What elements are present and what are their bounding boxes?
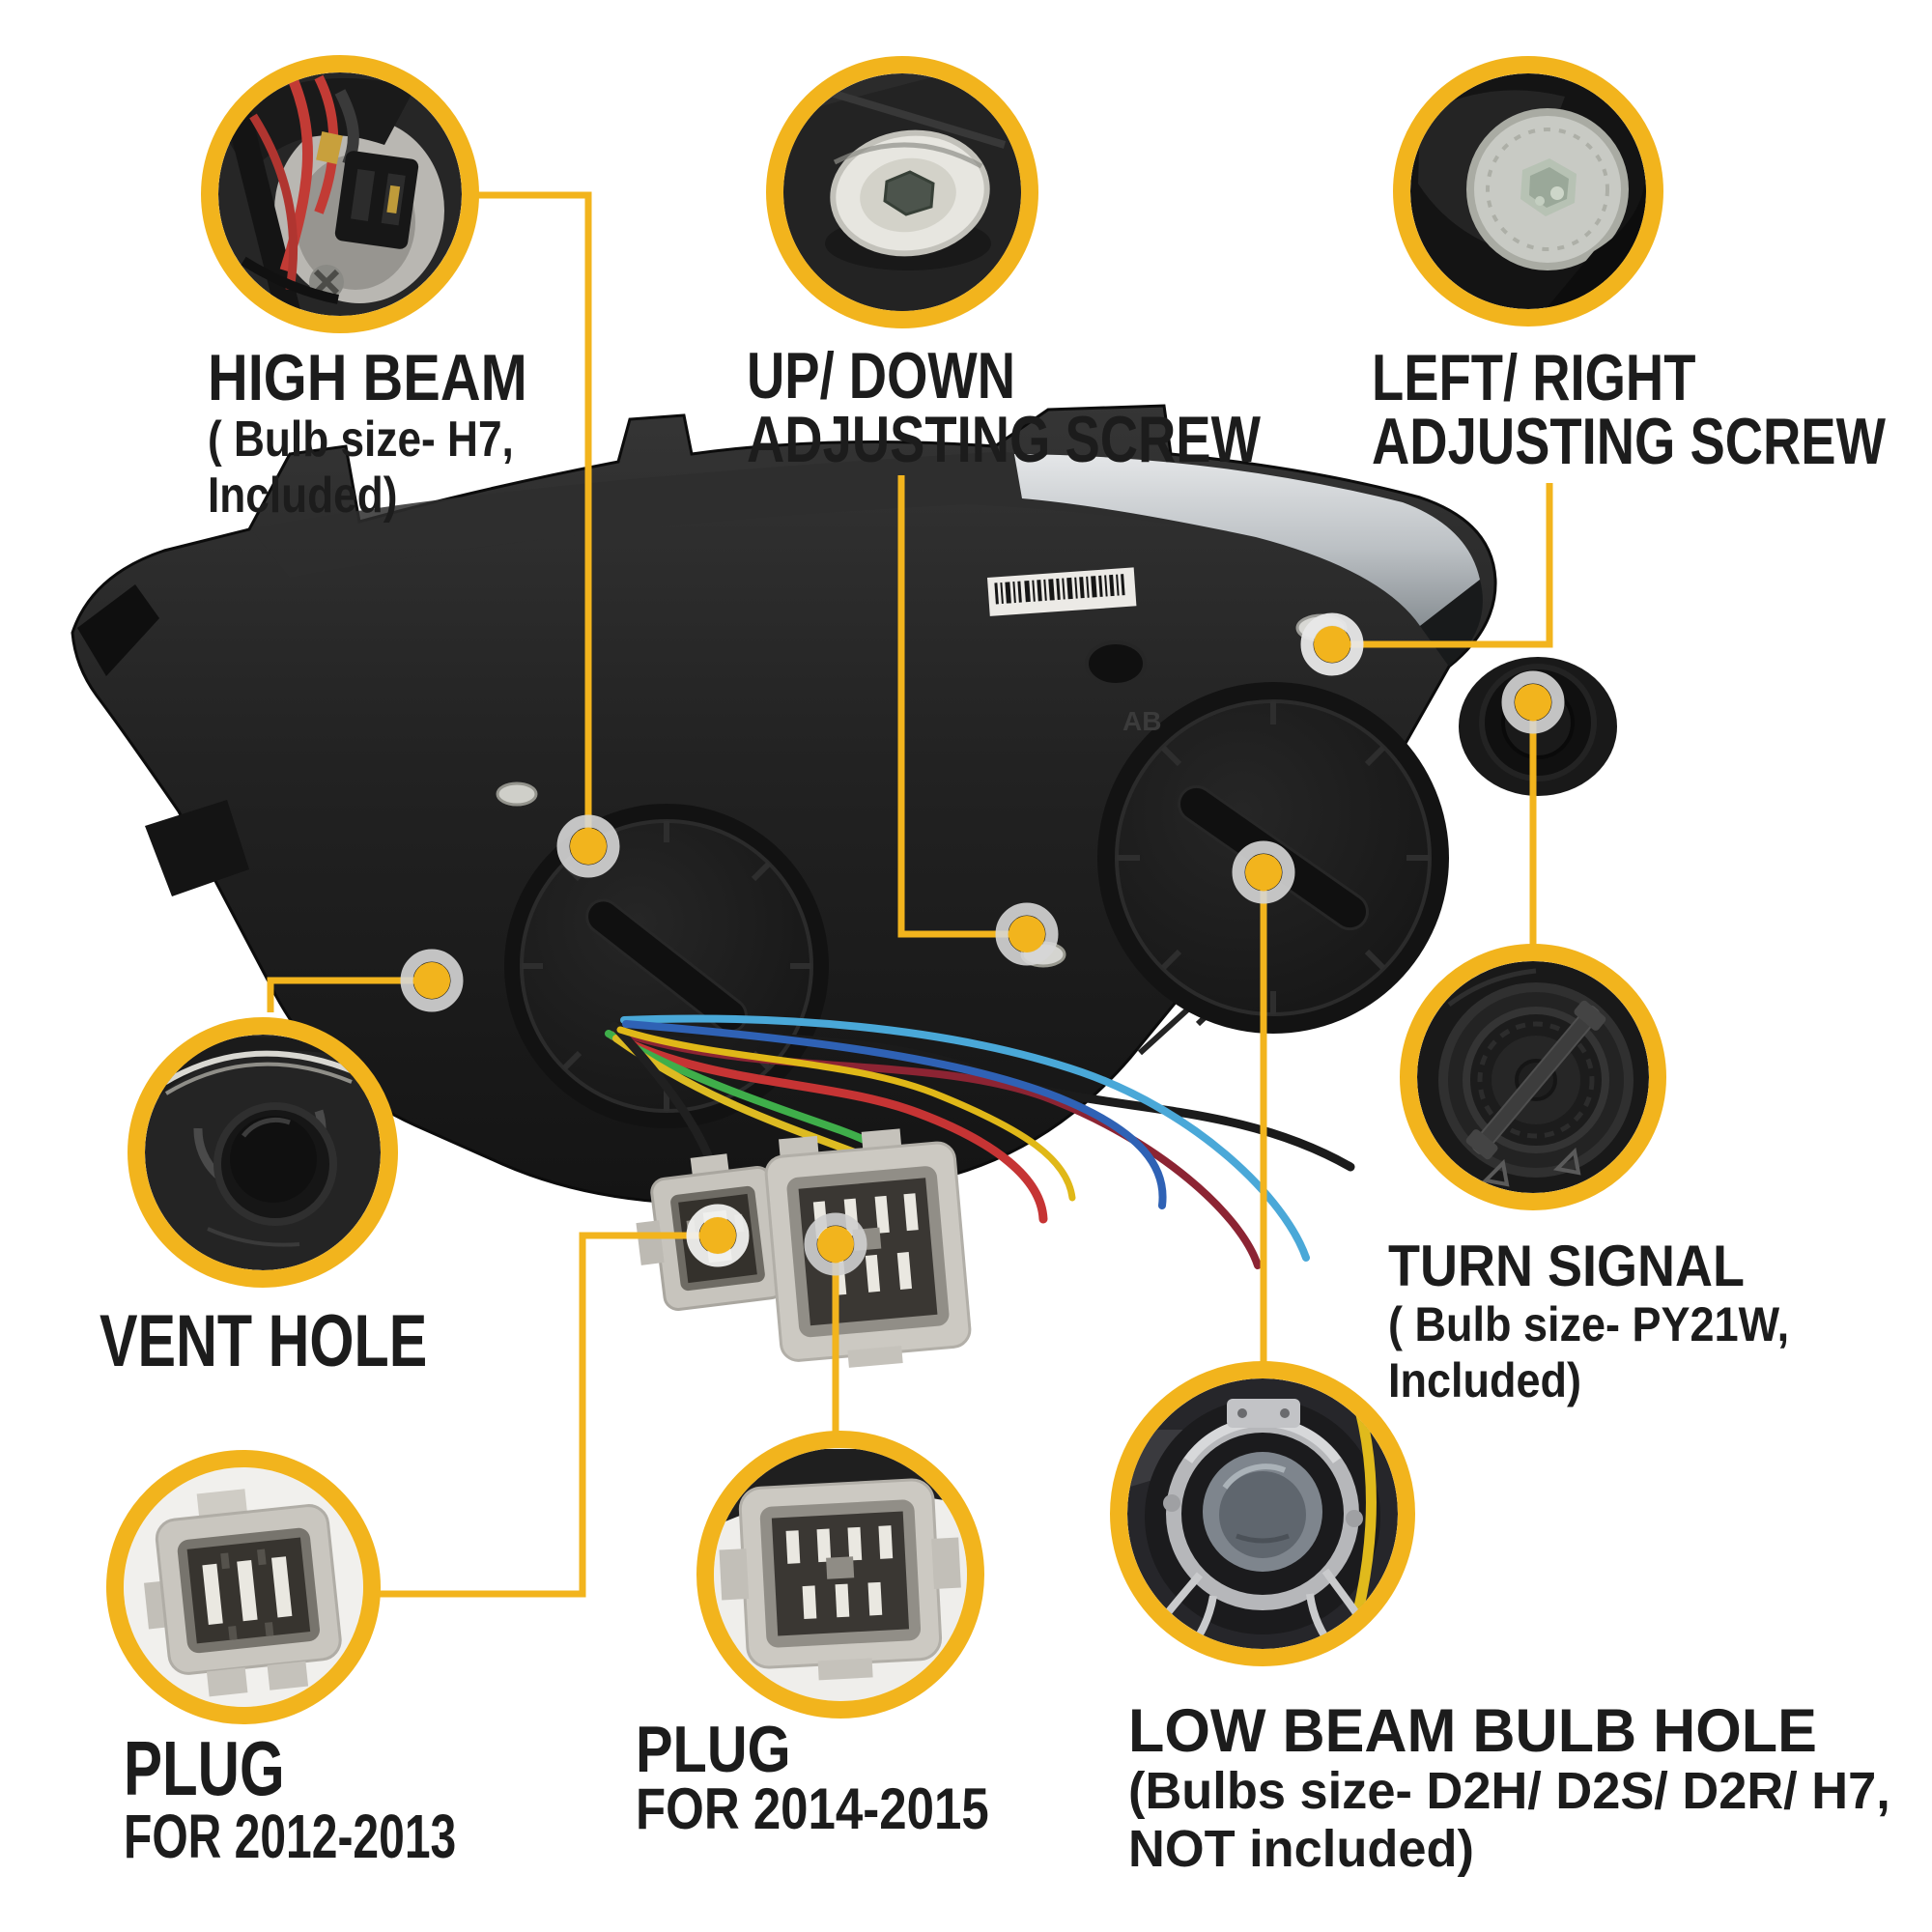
up-down-leader-line — [897, 475, 1027, 938]
high-beam-marker-dot — [556, 814, 620, 878]
marker-dots — [400, 612, 1565, 1276]
plug-2014-connector — [764, 1128, 972, 1368]
housing-marking-text: AB — [1122, 706, 1161, 736]
left-right-photo-circle — [1393, 56, 1663, 327]
vent-hole-marker-dot — [400, 949, 464, 1012]
housing-left-tip — [77, 584, 159, 676]
up-down-photo-circle — [766, 56, 1038, 328]
up-down-label: UP/ DOWN ADJUSTING SCREW — [747, 339, 1261, 476]
turn-signal-label: TURN SIGNAL ( Bulb size- PY21W, Included… — [1388, 1236, 1789, 1408]
plug-2012-title-line2: FOR 2012-2013 — [124, 1802, 457, 1871]
vent-hole-label: VENT HOLE — [99, 1304, 427, 1379]
turn-signal-marker-dot — [1501, 670, 1565, 734]
turn-signal-subtitle-line2: Included) — [1388, 1353, 1581, 1407]
vent-hole-title: VENT HOLE — [99, 1300, 428, 1382]
high-beam-photo-circle — [201, 55, 479, 333]
plug-2014-title-line1: PLUG — [636, 1713, 791, 1786]
turn-signal-title: TURN SIGNAL — [1388, 1234, 1745, 1298]
housing-nub — [1085, 640, 1147, 687]
high-beam-subtitle-line2: Included) — [208, 468, 398, 524]
up-down-title-line2: ADJUSTING SCREW — [747, 403, 1261, 476]
plug-2014-title-line2: FOR 2014-2015 — [636, 1776, 989, 1841]
left-right-label: LEFT/ RIGHT ADJUSTING SCREW — [1372, 341, 1886, 478]
left-right-title-line1: LEFT/ RIGHT — [1372, 341, 1696, 414]
left-right-leader-line — [1332, 483, 1553, 648]
low-beam-marker-dot — [1232, 840, 1295, 904]
washer-screw-head — [496, 781, 538, 807]
plug-2012-leader-line — [375, 1232, 718, 1598]
turn-signal-photo-circle — [1400, 944, 1666, 1210]
plug-2012-title-line1: PLUG — [124, 1725, 285, 1811]
plug-2012-marker-dot — [686, 1204, 750, 1267]
vent-hole-photo-circle — [128, 1017, 398, 1288]
turn-signal-subtitle-line1: ( Bulb size- PY21W, — [1388, 1297, 1790, 1351]
plug-2014-marker-dot — [804, 1212, 867, 1276]
low-beam-label: LOW BEAM BULB HOLE (Bulbs size- D2H/ D2S… — [1128, 1700, 1890, 1878]
high-beam-subtitle-line1: ( Bulb size- H7, — [208, 412, 514, 468]
left-right-marker-dot — [1300, 612, 1364, 676]
lens-chrome-strip — [1014, 454, 1480, 626]
high-beam-title: HIGH BEAM — [208, 341, 527, 414]
plug-2014-label: PLUG FOR 2014-2015 — [636, 1713, 989, 1841]
low-beam-photo-circle — [1110, 1361, 1415, 1666]
low-beam-subtitle-line1: (Bulbs size- D2H/ D2S/ D2R/ H7, — [1128, 1762, 1890, 1820]
high-beam-leader-line — [471, 191, 592, 846]
up-down-marker-dot — [995, 902, 1059, 966]
plug-2014-photo-circle — [696, 1431, 984, 1719]
plug-2012-label: PLUG FOR 2012-2013 — [124, 1725, 457, 1871]
left-right-title-line2: ADJUSTING SCREW — [1372, 405, 1886, 478]
high-beam-label: HIGH BEAM ( Bulb size- H7, Included) — [208, 344, 527, 524]
mounting-tab-lower-left — [145, 800, 249, 896]
up-down-title-line1: UP/ DOWN — [747, 339, 1016, 412]
barcode-sticker — [987, 567, 1137, 616]
plug-2012-photo-circle — [106, 1450, 381, 1724]
low-beam-subtitle-line2: NOT included) — [1128, 1820, 1474, 1878]
low-beam-title: LOW BEAM BULB HOLE — [1128, 1697, 1817, 1765]
vent-hole-leader-line — [267, 977, 432, 1012]
leader-lines — [267, 191, 1553, 1598]
